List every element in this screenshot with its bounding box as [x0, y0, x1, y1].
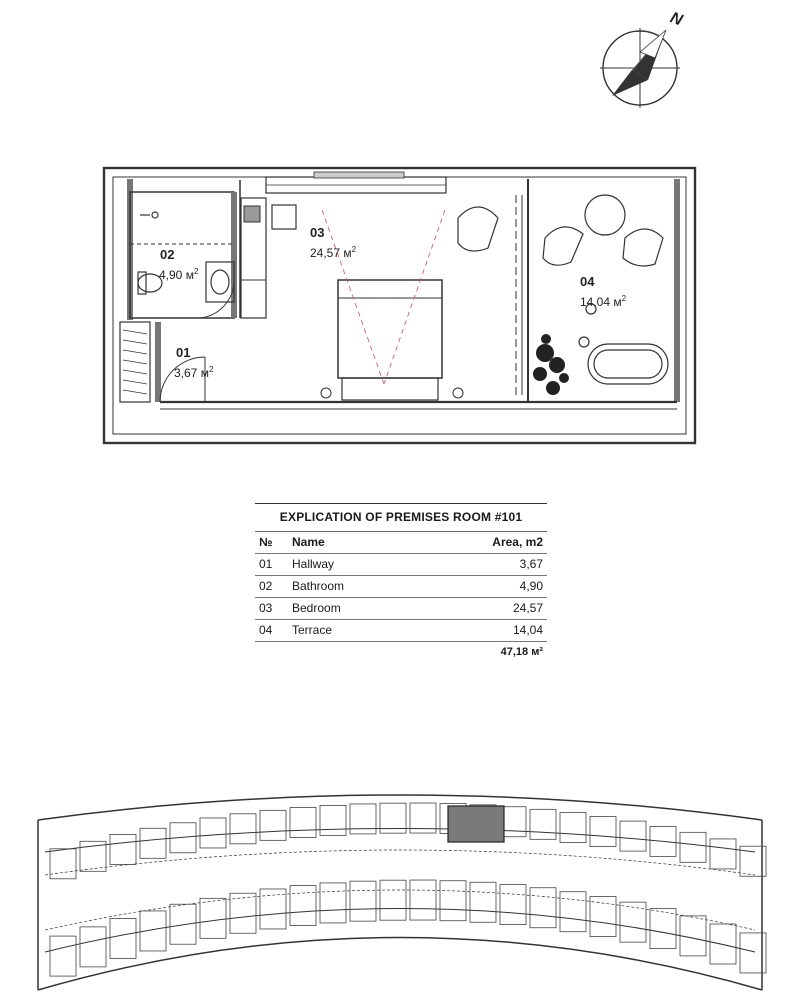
header-number: № [259, 535, 273, 549]
building-key-plan [37, 794, 763, 991]
row-area: 24,57 [512, 601, 543, 615]
armchair [457, 206, 499, 252]
key-plan-unit [289, 807, 317, 838]
row-area: 3,67 [519, 557, 543, 571]
key-plan-unit [49, 848, 77, 880]
row-number: 02 [259, 579, 273, 593]
key-plan-unit [589, 816, 617, 847]
key-plan-unit [709, 838, 737, 870]
row-name: Bedroom [292, 601, 341, 615]
key-plan-unit [739, 932, 767, 974]
key-plan-unit [139, 827, 167, 859]
key-plan-unit [679, 831, 707, 863]
compass-icon [600, 28, 680, 108]
key-plan-unit [319, 882, 347, 924]
key-plan-unit [709, 923, 737, 965]
key-plan-unit [679, 915, 707, 957]
terrace-door [515, 195, 523, 395]
key-plan-unit [409, 879, 437, 921]
key-plan-unit [109, 918, 137, 959]
bedside-lamps [320, 387, 464, 399]
table-row: 02 Bathroom 4,90 [255, 576, 547, 598]
key-plan-unit [379, 802, 407, 834]
key-plan-unit [139, 910, 167, 952]
row-number: 01 [259, 557, 273, 571]
highlighted-room-101 [447, 805, 505, 843]
key-plan-unit [529, 808, 557, 840]
row-name: Terrace [292, 623, 333, 637]
key-plan-units [49, 802, 767, 977]
table-row: 04 Terrace 14,04 [255, 620, 547, 642]
row-area: 4,90 [519, 579, 543, 593]
window-strip [265, 171, 447, 194]
total-area: 47,18 м² [500, 646, 543, 658]
key-plan-unit [229, 813, 257, 845]
header-area: Area, m2 [492, 535, 543, 549]
bed [337, 279, 443, 401]
room-02-number: 02 [160, 247, 174, 262]
key-plan-unit [439, 880, 467, 922]
key-plan-unit [79, 926, 107, 968]
key-plan-unit [469, 881, 497, 923]
key-plan-unit [109, 834, 137, 865]
key-plan-unit [289, 885, 317, 926]
sight-lines [321, 209, 446, 385]
sanitary-fixtures [137, 211, 235, 303]
row-number: 04 [259, 623, 273, 637]
key-plan-unit [409, 802, 437, 834]
table-total-row: 47,18 м² [255, 642, 547, 663]
row-area: 14,04 [512, 623, 543, 637]
row-name: Hallway [292, 557, 335, 571]
table-row: 01 Hallway 3,67 [255, 554, 547, 576]
room-02-area: 4,90 м2 [159, 267, 199, 282]
room-04-number: 04 [580, 274, 595, 289]
room-03-number: 03 [310, 225, 324, 240]
key-plan-unit [349, 880, 377, 922]
key-plan-unit [739, 845, 767, 877]
wardrobe [119, 321, 206, 403]
key-plan-unit [379, 879, 407, 921]
key-plan-unit [589, 896, 617, 937]
header-name: Name [292, 535, 325, 549]
key-plan-unit [529, 887, 557, 929]
key-plan-unit [259, 809, 287, 841]
room-01-area: 3,67 м2 [174, 365, 214, 380]
row-name: Bathroom [292, 579, 345, 593]
key-plan-unit [619, 901, 647, 943]
explication-table: EXPLICATION OF PREMISES ROOM #101 № Name… [255, 503, 547, 663]
key-plan-unit [199, 817, 227, 849]
north-label: N [668, 9, 685, 29]
key-plan-unit [649, 825, 677, 857]
key-plan-unit [169, 822, 197, 854]
room-03-area: 24,57 м2 [310, 245, 357, 260]
key-plan-unit [199, 897, 227, 939]
key-plan-unit [259, 888, 287, 930]
row-number: 03 [259, 601, 273, 615]
key-plan-unit [499, 884, 527, 925]
key-plan-unit [49, 935, 77, 977]
room-04-area: 14,04 м2 [580, 294, 627, 309]
key-plan-unit [349, 803, 377, 835]
key-plan-unit [559, 812, 587, 843]
room-01-number: 01 [176, 345, 190, 360]
terrace-furniture [542, 194, 669, 385]
table-title: EXPLICATION OF PREMISES ROOM #101 [255, 504, 547, 532]
plant-icon [533, 334, 569, 395]
key-plan-unit [229, 892, 257, 934]
table-row: 03 Bedroom 24,57 [255, 598, 547, 620]
table-header-row: № Name Area, m2 [255, 532, 547, 554]
key-plan-unit [169, 903, 197, 945]
key-plan-unit [319, 804, 347, 836]
key-plan-unit [619, 820, 647, 852]
bathroom-walls [129, 180, 241, 319]
key-plan-unit [79, 840, 107, 872]
key-plan-unit [559, 891, 587, 933]
key-plan-unit [649, 908, 677, 950]
desk [240, 197, 297, 319]
